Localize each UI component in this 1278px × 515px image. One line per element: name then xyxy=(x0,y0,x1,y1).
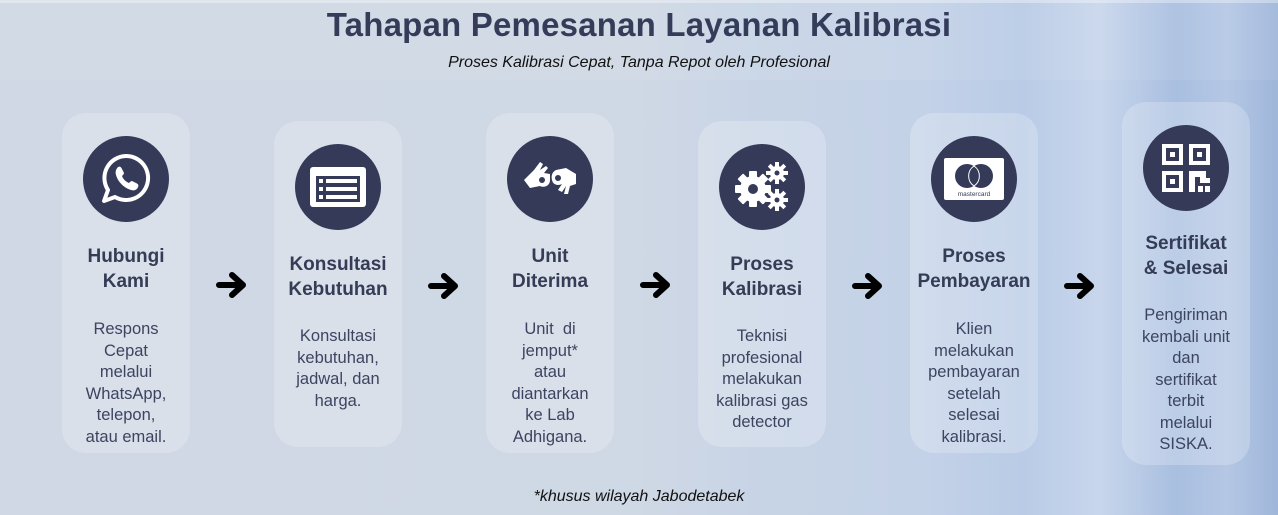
step-description: Konsultasi kebutuhan, jadwal, dan harga. xyxy=(296,327,380,410)
step-description: Pengiriman kembali unit dan sertifikat t… xyxy=(1141,306,1231,453)
mastercard-icon: mastercard xyxy=(931,136,1017,222)
step-card-proses-kalibrasi: Proses Kalibrasi Teknisi profesional mel… xyxy=(698,121,826,447)
arrow-right-icon xyxy=(852,273,882,299)
footnote: *khusus wilayah Jabodetabek xyxy=(533,488,745,505)
step-card-hubungi-kami: Hubungi Kami Respons Cepat melalui Whats… xyxy=(62,113,190,453)
step-description: Klien melakukan pembayaran setelah seles… xyxy=(928,320,1020,446)
arrow-right-icon xyxy=(1064,273,1094,299)
whatsapp-icon xyxy=(83,136,169,222)
gears-icon xyxy=(719,144,805,230)
step-card-unit-diterima: Unit Diterima Unit di jemput* atau diant… xyxy=(486,113,614,453)
hands-handover-icon xyxy=(507,136,593,222)
step-card-konsultasi-kebutuhan: Konsultasi Kebutuhan Konsultasi kebutuha… xyxy=(274,121,402,447)
step-card-sertifikat-selesai: Sertifikat & Selesai Pengiriman kembali … xyxy=(1122,102,1250,465)
form-list-icon xyxy=(295,144,381,230)
header-band xyxy=(0,0,1278,80)
svg-text:mastercard: mastercard xyxy=(958,191,991,198)
step-title: Sertifikat & Selesai xyxy=(1143,233,1229,279)
qr-code-icon xyxy=(1143,125,1229,211)
step-title: Proses Kalibrasi xyxy=(721,254,803,300)
step-title: Proses Pembayaran xyxy=(917,246,1031,292)
step-card-proses-pembayaran: mastercard Proses Pembayaran Klien melak… xyxy=(910,113,1038,453)
step-description: Respons Cepat melalui WhatsApp, telepon,… xyxy=(85,320,167,446)
page-title: Tahapan Pemesanan Layanan Kalibrasi xyxy=(326,6,952,43)
arrow-right-icon xyxy=(640,272,670,298)
step-title: Konsultasi Kebutuhan xyxy=(288,254,388,300)
step-title: Hubungi Kami xyxy=(87,246,165,292)
page-subtitle: Proses Kalibrasi Cepat, Tanpa Repot oleh… xyxy=(448,54,830,71)
step-title: Unit Diterima xyxy=(511,246,589,292)
step-description: Teknisi profesional melakukan kalibrasi … xyxy=(716,327,808,431)
arrow-right-icon xyxy=(216,272,246,298)
step-description: Unit di jemput* atau diantarkan ke Lab A… xyxy=(511,320,589,446)
arrow-right-icon xyxy=(428,273,458,299)
